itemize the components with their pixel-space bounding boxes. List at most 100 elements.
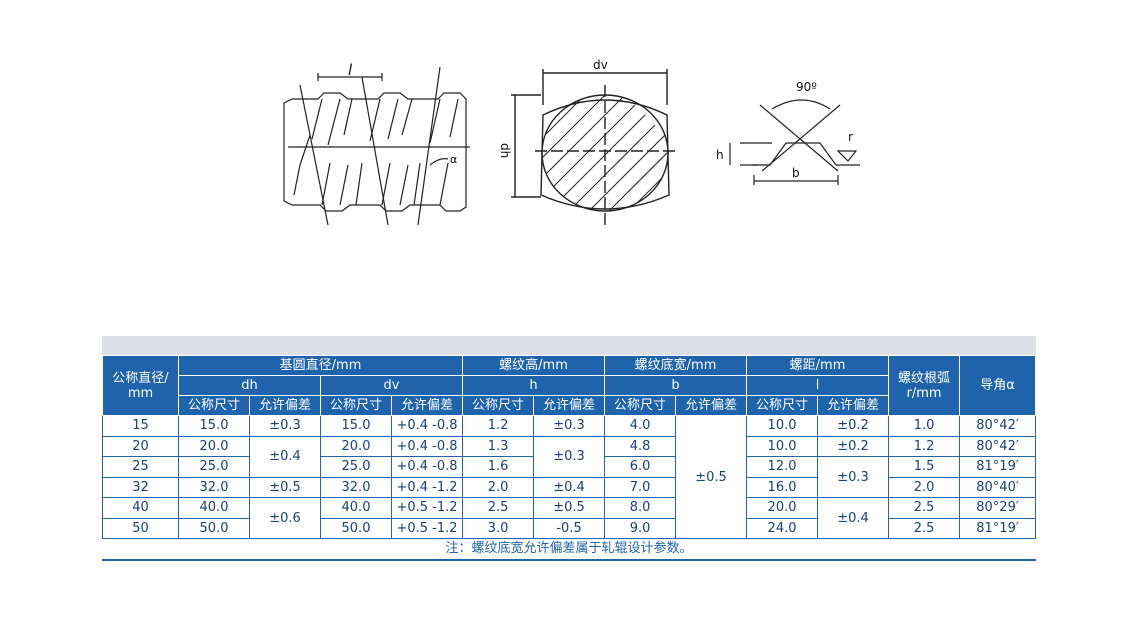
header-thread-height: 螺纹高/mm <box>462 355 606 376</box>
cell-h-tol: ±0.5 <box>533 497 606 519</box>
cell-l-tol: ±0.3 <box>817 456 890 498</box>
header-base-diameter: 基圆直径/mm <box>177 355 464 376</box>
cell-nominal: 40 <box>102 497 179 519</box>
cell-nominal: 25 <box>102 456 179 478</box>
cell-l-tol: ±0.4 <box>817 497 890 539</box>
cell-dh: 25.0 <box>178 456 250 478</box>
spec-table: 公称直径/mm 基圆直径/mm 螺纹高/mm 螺纹底宽/mm 螺距/mm 螺纹根… <box>102 355 1037 539</box>
header-size: 公称尺寸 <box>178 395 250 416</box>
alpha-label: α <box>450 153 457 166</box>
cross-section-figure: dv dh <box>495 55 685 235</box>
cell-dh-tol: ±0.4 <box>249 435 321 478</box>
cell-dh-tol: ±0.5 <box>249 476 321 498</box>
cell-dv-tol: +0.5 -1.2 <box>390 497 464 519</box>
b-label: b <box>792 166 800 180</box>
cell-r: 2.0 <box>888 476 961 498</box>
cell-dv-tol: +0.5 -1.2 <box>390 517 464 539</box>
cell-dh-tol: ±0.3 <box>249 415 321 437</box>
cell-angle: 80°42′ <box>959 435 1037 457</box>
table-note: 注：螺纹底宽允许偏差属于轧辊设计参数。 <box>102 539 1036 561</box>
cell-r: 1.0 <box>888 415 961 437</box>
cell-nominal: 32 <box>102 476 179 498</box>
cell-dh: 40.0 <box>178 497 250 519</box>
header-dv: dv <box>319 375 464 396</box>
cell-l-tol: ±0.2 <box>817 415 890 437</box>
angle-label: 90º <box>796 80 817 94</box>
cell-angle: 81°19′ <box>959 517 1037 539</box>
cell-dv-tol: +0.4 -0.8 <box>390 435 464 457</box>
cell-h: 1.3 <box>462 435 535 457</box>
table-row: 32 32.0 ±0.5 32.0 +0.4 -1.2 2.0 ±0.4 7.0… <box>102 476 1037 498</box>
cell-l: 10.0 <box>746 415 819 437</box>
cell-dh: 20.0 <box>178 435 250 457</box>
header-lead-angle: 导角α <box>959 355 1037 416</box>
cell-l: 12.0 <box>746 456 819 478</box>
cell-b: 6.0 <box>604 456 677 478</box>
cell-r: 1.2 <box>888 435 961 457</box>
cell-angle: 80°29′ <box>959 497 1037 519</box>
cell-h-tol: -0.5 <box>533 517 606 539</box>
header-size: 公称尺寸 <box>462 395 535 416</box>
cell-dh: 50.0 <box>178 517 250 539</box>
cell-l: 16.0 <box>746 476 819 498</box>
cell-b: 4.8 <box>604 435 677 457</box>
dh-label: dh <box>498 143 512 158</box>
cell-dv: 25.0 <box>320 456 392 478</box>
header-b: b <box>604 375 748 396</box>
cell-r: 1.5 <box>888 456 961 478</box>
cell-h-tol: ±0.4 <box>533 476 606 498</box>
dv-label: dv <box>593 58 608 72</box>
cell-dv: 32.0 <box>320 476 392 498</box>
cell-dv-tol: +0.4 -1.2 <box>390 476 464 498</box>
header-tolerance: 允许偏差 <box>675 395 748 416</box>
cell-dh: 15.0 <box>178 415 250 437</box>
table-row: 40 40.0 ±0.6 40.0 +0.5 -1.2 2.5 ±0.5 8.0… <box>102 497 1037 539</box>
table-row: 50 50.0 50.0 +0.5 -1.2 3.0 -0.5 9.0 24.0… <box>102 517 1037 539</box>
cell-dv-tol: +0.4 -0.8 <box>390 415 464 437</box>
cell-angle: 81°19′ <box>959 456 1037 478</box>
cell-dv: 40.0 <box>320 497 392 519</box>
cell-angle: 80°40′ <box>959 476 1037 498</box>
header-size: 公称尺寸 <box>746 395 819 416</box>
r-label: r <box>848 130 853 144</box>
header-tolerance: 允许偏差 <box>390 395 464 416</box>
cell-r: 2.5 <box>888 497 961 519</box>
cell-dh-tol: ±0.6 <box>249 497 321 539</box>
cell-angle: 80°42′ <box>959 415 1037 437</box>
spec-table-container: 公称直径/mm 基圆直径/mm 螺纹高/mm 螺纹底宽/mm 螺距/mm 螺纹根… <box>102 336 1037 561</box>
header-size: 公称尺寸 <box>320 395 392 416</box>
cell-dv: 50.0 <box>320 517 392 539</box>
cell-dv-tol: +0.4 -0.8 <box>390 456 464 478</box>
cell-b-tol: ±0.5 <box>675 415 748 539</box>
cell-h-tol: ±0.3 <box>533 435 606 478</box>
cell-b: 8.0 <box>604 497 677 519</box>
cell-r: 2.5 <box>888 517 961 539</box>
cell-l-tol: ±0.2 <box>817 435 890 457</box>
header-tolerance: 允许偏差 <box>533 395 606 416</box>
cell-nominal: 20 <box>102 435 179 457</box>
header-h: h <box>462 375 606 396</box>
header-l: l <box>746 375 890 396</box>
cell-b: 7.0 <box>604 476 677 498</box>
table-row: 20 20.0 ±0.4 20.0 +0.4 -0.8 1.3 ±0.3 4.8… <box>102 435 1037 478</box>
header-size: 公称尺寸 <box>604 395 677 416</box>
thread-profile-figure: 90º r h b <box>710 55 880 205</box>
cell-h: 3.0 <box>462 517 535 539</box>
cell-nominal: 15 <box>102 415 179 437</box>
cell-dv: 15.0 <box>320 415 392 437</box>
cell-h: 1.6 <box>462 456 535 478</box>
cell-nominal: 50 <box>102 517 179 539</box>
header-dh: dh <box>178 375 321 396</box>
header-pitch: 螺距/mm <box>746 355 890 376</box>
pitch-label: l <box>348 61 353 79</box>
h-label: h <box>716 148 724 162</box>
table-row: 15 15.0 ±0.3 15.0 +0.4 -0.8 1.2 ±0.3 4.0… <box>102 415 1037 539</box>
cell-h: 1.2 <box>462 415 535 437</box>
cell-h-tol: ±0.3 <box>533 415 606 437</box>
header-thread-width: 螺纹底宽/mm <box>604 355 748 376</box>
cell-l: 24.0 <box>746 517 819 539</box>
cell-l: 20.0 <box>746 497 819 519</box>
cell-h: 2.5 <box>462 497 535 519</box>
cell-b: 9.0 <box>604 517 677 539</box>
table-row: 25 25.0 25.0 +0.4 -0.8 1.6 6.0 12.0 ±0.3… <box>102 456 1037 498</box>
